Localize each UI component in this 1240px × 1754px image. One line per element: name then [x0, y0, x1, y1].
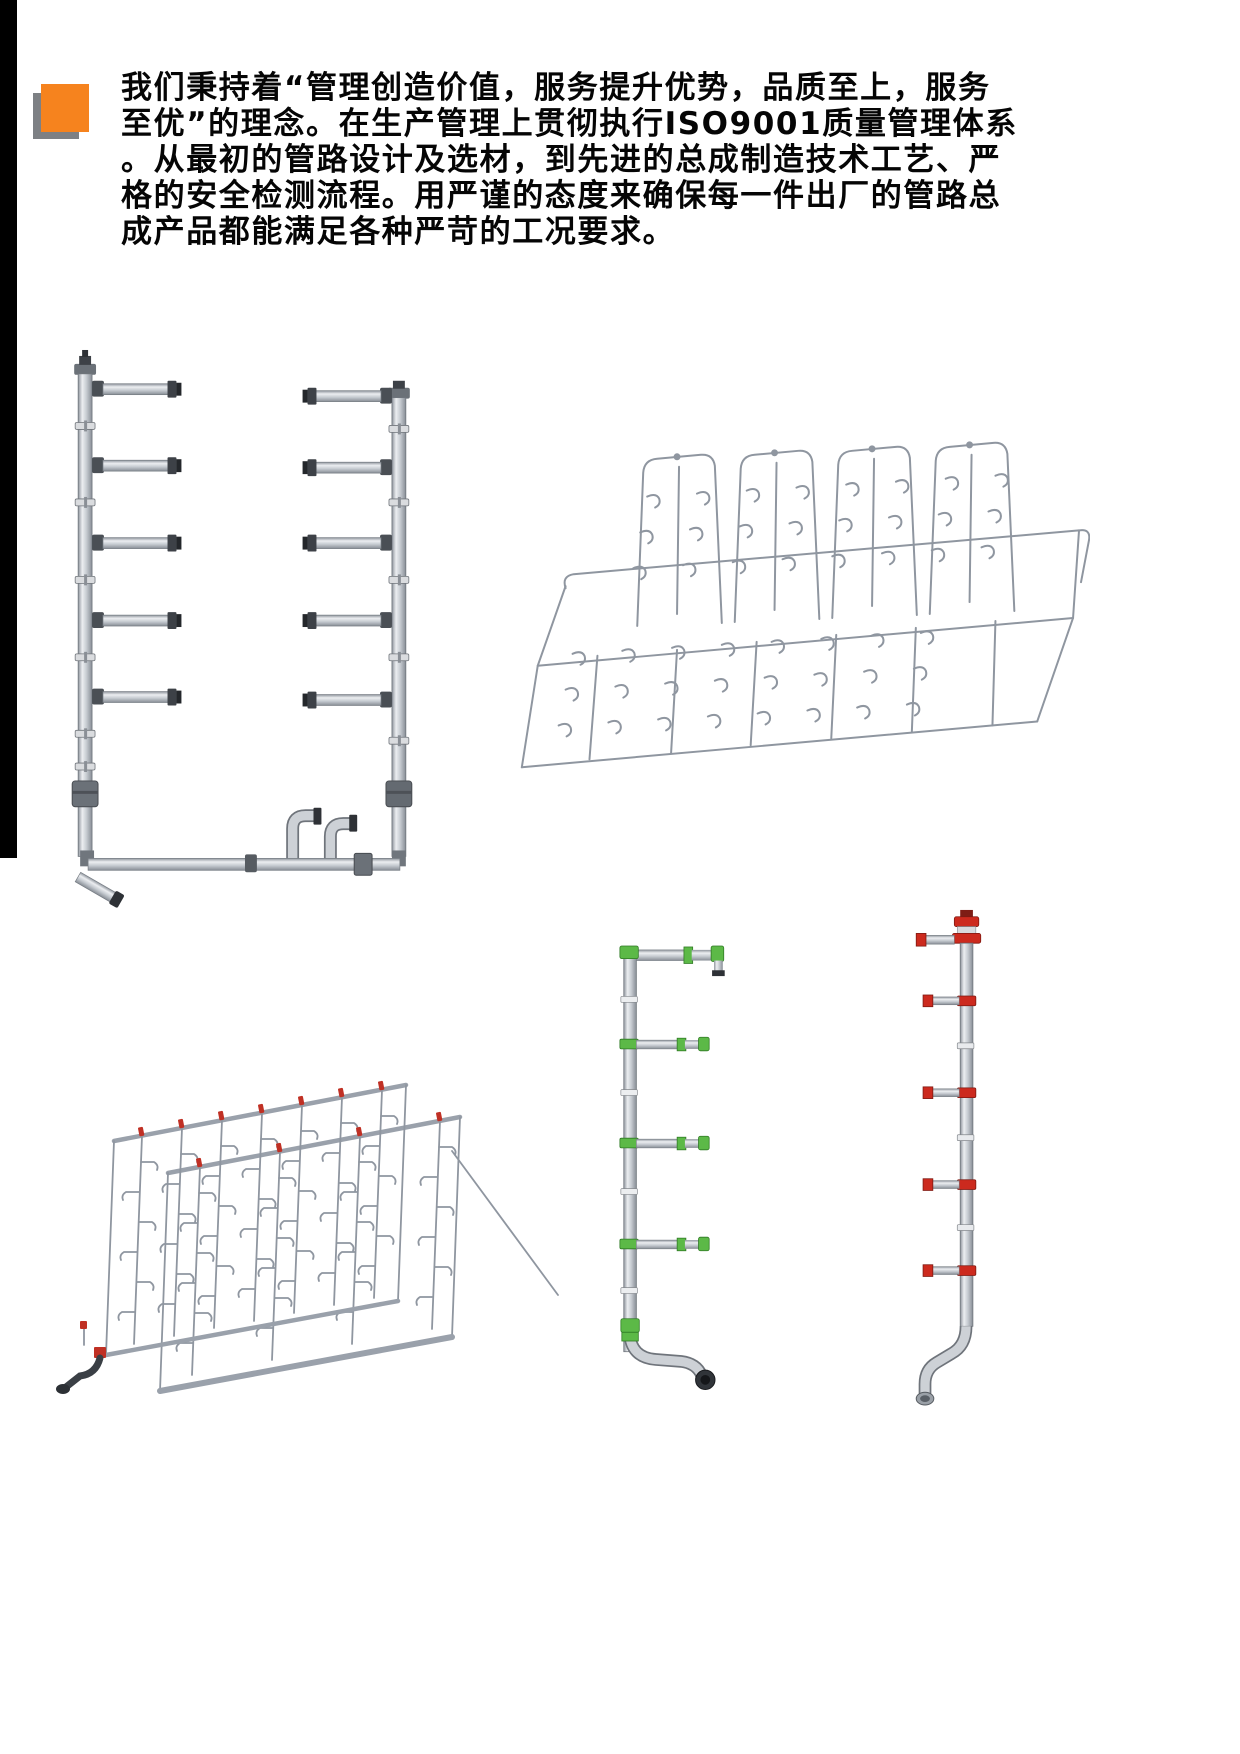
top-rail-front — [165, 1114, 463, 1176]
wire-rack-structure — [520, 441, 1090, 769]
figure-riser-green-fittings — [619, 945, 725, 1391]
red-bottom-elbow — [915, 1326, 973, 1406]
section-marker — [33, 84, 91, 142]
bottom-rail-back — [103, 1298, 401, 1358]
intro-paragraph: 我们秉持着“管理创造价值，服务提升优势，品质至上，服务 至优”的理念。在生产管理… — [121, 70, 1018, 250]
center-elbow-stubs — [286, 807, 358, 865]
marker-orange-square — [41, 84, 89, 132]
red-top-valve — [915, 909, 982, 947]
green-bottom-elbow — [620, 1318, 716, 1391]
intro-line-2: 至优”的理念。在生产管理上贯彻执行ISO9001质量管理体系 — [121, 106, 1018, 142]
hanging-columns — [105, 1084, 559, 1392]
intro-line-5: 成产品都能满足各种严苛的工况要求。 — [121, 214, 676, 250]
green-top-arm — [619, 945, 725, 977]
figure-riser-red-fittings — [915, 909, 982, 1406]
figure-wire-pipe-rack-large — [520, 441, 1090, 769]
left-riser — [71, 349, 248, 908]
figure-wire-pipe-rack-small — [56, 1080, 559, 1394]
drain-assembly — [56, 1321, 106, 1394]
right-riser — [244, 380, 413, 876]
left-edge-black-bar — [0, 0, 17, 858]
intro-line-4: 格的安全检测流程。用严谨的态度来确保每一件出厂的管路总 — [121, 178, 1002, 214]
intro-line-1: 我们秉持着“管理创造价值，服务提升优势，品质至上，服务 — [121, 70, 991, 106]
bottom-rail-front — [157, 1334, 455, 1394]
intro-line-3: 。从最初的管路设计及选材，到先进的总成制造技术工艺、严 — [121, 142, 1002, 178]
figure-dual-riser-pipe-assembly — [71, 349, 413, 908]
